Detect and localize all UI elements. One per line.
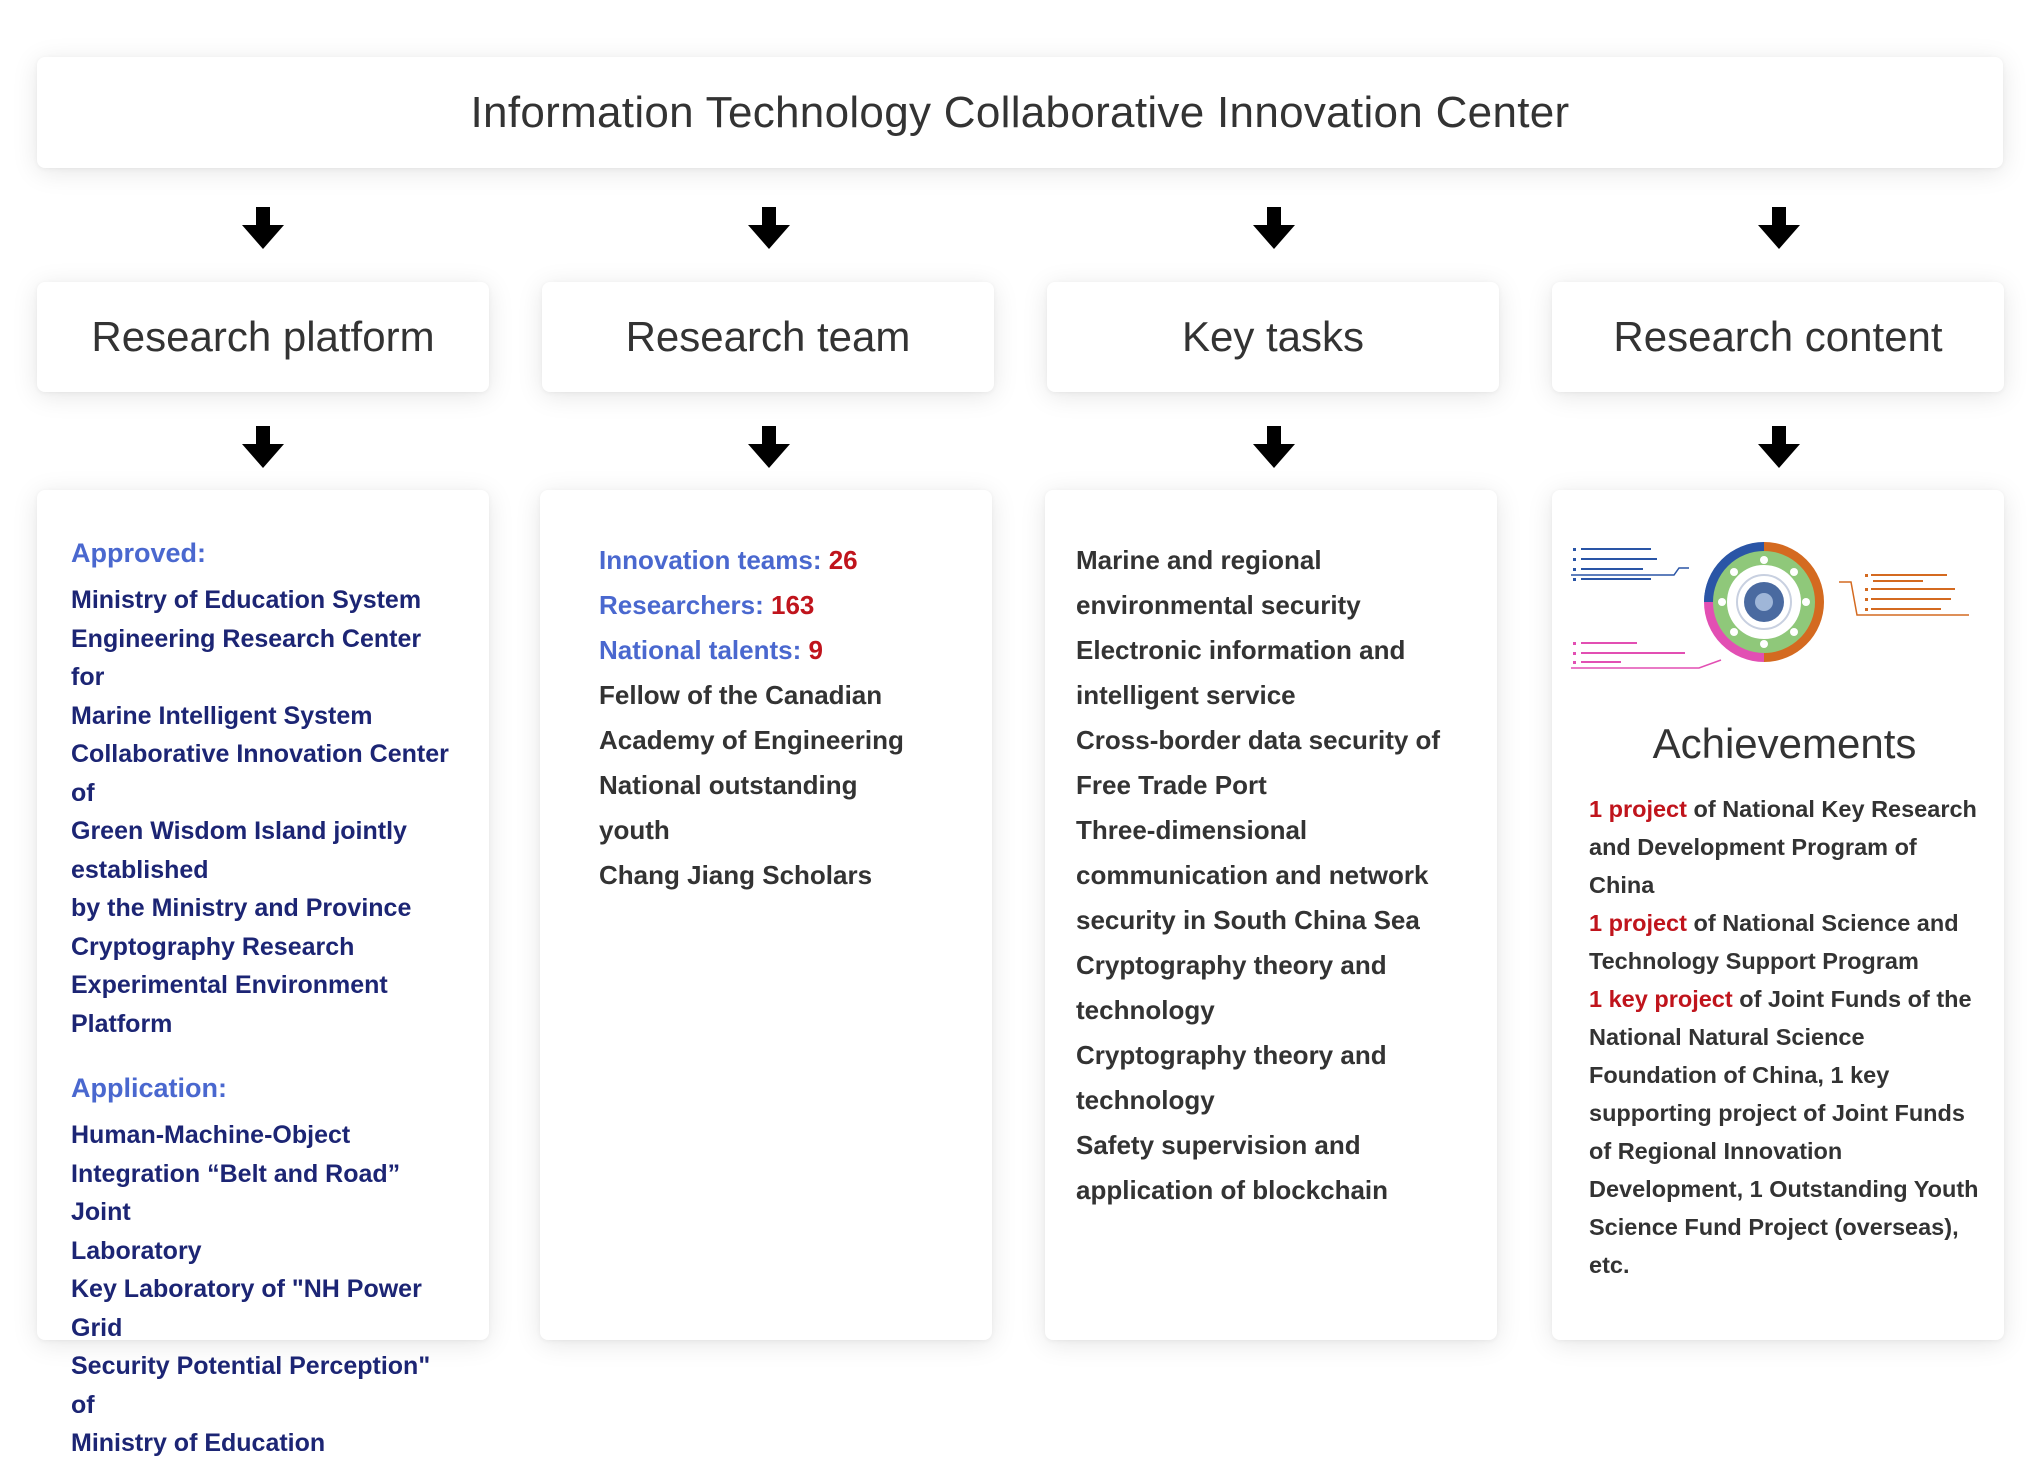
- key-tasks-panel: Marine and regional environmental securi…: [1045, 490, 1497, 1340]
- research-content-panel: Achievements 1 project of National Key R…: [1552, 490, 2004, 1340]
- achievement-highlight: 1 project: [1589, 910, 1687, 936]
- stat-value: 163: [771, 590, 815, 620]
- arrow-down-icon: [1253, 426, 1295, 468]
- arrow-down-icon: [748, 426, 790, 468]
- column-header-label: Key tasks: [1181, 313, 1365, 360]
- task-line: intelligent service: [1076, 680, 1296, 710]
- task-line: technology: [1076, 995, 1215, 1025]
- achievement-highlight: 1 project: [1589, 796, 1687, 822]
- stat-label: Researchers:: [599, 590, 764, 620]
- research-team-panel: Innovation teams: 26 Researchers: 163 Na…: [540, 490, 992, 1340]
- arrow-down-icon: [1758, 426, 1800, 468]
- platform-line: Green Wisdom Island jointly: [71, 817, 407, 845]
- column-header-research-team: Research team: [542, 282, 994, 392]
- task-line: application of blockchain: [1076, 1175, 1389, 1205]
- platform-line: Platform: [71, 1009, 173, 1038]
- platform-line: by the Ministry and Province: [71, 894, 412, 922]
- stat-label: Innovation teams:: [599, 545, 822, 575]
- center-title-card: Information Technology Collaborative Inn…: [37, 57, 2003, 168]
- column-header-label: Research team: [625, 313, 911, 360]
- task-line: Three-dimensional: [1076, 815, 1308, 845]
- application-line: Key Laboratory of "NH Power Grid: [71, 1275, 422, 1342]
- team-line: National outstanding: [599, 770, 858, 800]
- task-line: environmental security: [1076, 590, 1361, 620]
- task-line: Free Trade Port: [1076, 770, 1267, 800]
- research-platform-panel: Approved: Ministry of Education System E…: [37, 490, 489, 1457]
- task-line: technology: [1076, 1085, 1215, 1115]
- stat-value: 9: [808, 635, 823, 665]
- arrow-down-icon: [1253, 207, 1295, 249]
- platform-line: Cryptography Research: [71, 932, 355, 961]
- column-header-label: Research content: [1613, 313, 1943, 360]
- column-header-label: Research platform: [91, 313, 435, 360]
- column-header-research-content: Research content: [1552, 282, 2004, 392]
- center-title: Information Technology Collaborative Inn…: [470, 87, 1570, 137]
- task-line: Safety supervision and: [1076, 1130, 1361, 1160]
- approved-heading: Approved:: [71, 538, 206, 568]
- stat-researchers: Researchers: 163: [599, 583, 962, 628]
- achievement-highlight: 1 key project: [1589, 986, 1733, 1012]
- achievement-text: of Joint Funds of the National Natural S…: [1589, 986, 1979, 1278]
- task-line: Marine and regional: [1076, 545, 1322, 575]
- application-line: Laboratory: [71, 1236, 202, 1265]
- task-line: security in South China Sea: [1076, 905, 1420, 935]
- arrow-down-icon: [242, 207, 284, 249]
- task-line: Cryptography theory and: [1076, 1040, 1387, 1070]
- task-line: Electronic information and: [1076, 635, 1406, 665]
- application-line: Ministry of Education: [71, 1429, 326, 1457]
- column-header-key-tasks: Key tasks: [1047, 282, 1499, 392]
- stat-value: 26: [828, 545, 858, 575]
- team-line: youth: [599, 815, 670, 845]
- column-header-research-platform: Research platform: [37, 282, 489, 392]
- stat-national-talents: National talents: 9: [599, 628, 962, 673]
- research-ring-diagram: [1571, 542, 1969, 669]
- achievement-text: of National Science and Technology Suppo…: [1589, 910, 1959, 974]
- platform-line: Experimental Environment: [71, 971, 388, 999]
- application-line: Human-Machine-Object: [71, 1121, 351, 1149]
- achievement-text: of National Key Research and Development…: [1589, 796, 1977, 898]
- team-line: Chang Jiang Scholars: [599, 860, 873, 890]
- achievements-title: Achievements: [1652, 720, 1917, 767]
- platform-line: Collaborative Innovation Center of: [71, 740, 449, 807]
- stat-innovation-teams: Innovation teams: 26: [599, 538, 962, 583]
- team-line: Academy of Engineering: [599, 725, 904, 755]
- application-heading: Application:: [71, 1073, 227, 1103]
- platform-line: established: [71, 855, 209, 884]
- platform-line: Ministry of Education System: [71, 586, 422, 614]
- stat-label: National talents:: [599, 635, 802, 665]
- application-line: Security Potential Perception" of: [71, 1352, 431, 1419]
- task-line: communication and network: [1076, 860, 1429, 890]
- platform-line: Engineering Research Center for: [71, 624, 422, 692]
- achievements-text: 1 project of National Key Research and D…: [1589, 790, 1980, 1284]
- task-line: Cross-border data security of: [1076, 725, 1441, 755]
- platform-line: Marine Intelligent System: [71, 701, 373, 730]
- arrow-down-icon: [748, 207, 790, 249]
- team-line: Fellow of the Canadian: [599, 680, 883, 710]
- arrow-down-icon: [1758, 207, 1800, 249]
- arrow-down-icon: [242, 426, 284, 468]
- application-line: Integration “Belt and Road” Joint: [71, 1159, 401, 1227]
- task-line: Cryptography theory and: [1076, 950, 1387, 980]
